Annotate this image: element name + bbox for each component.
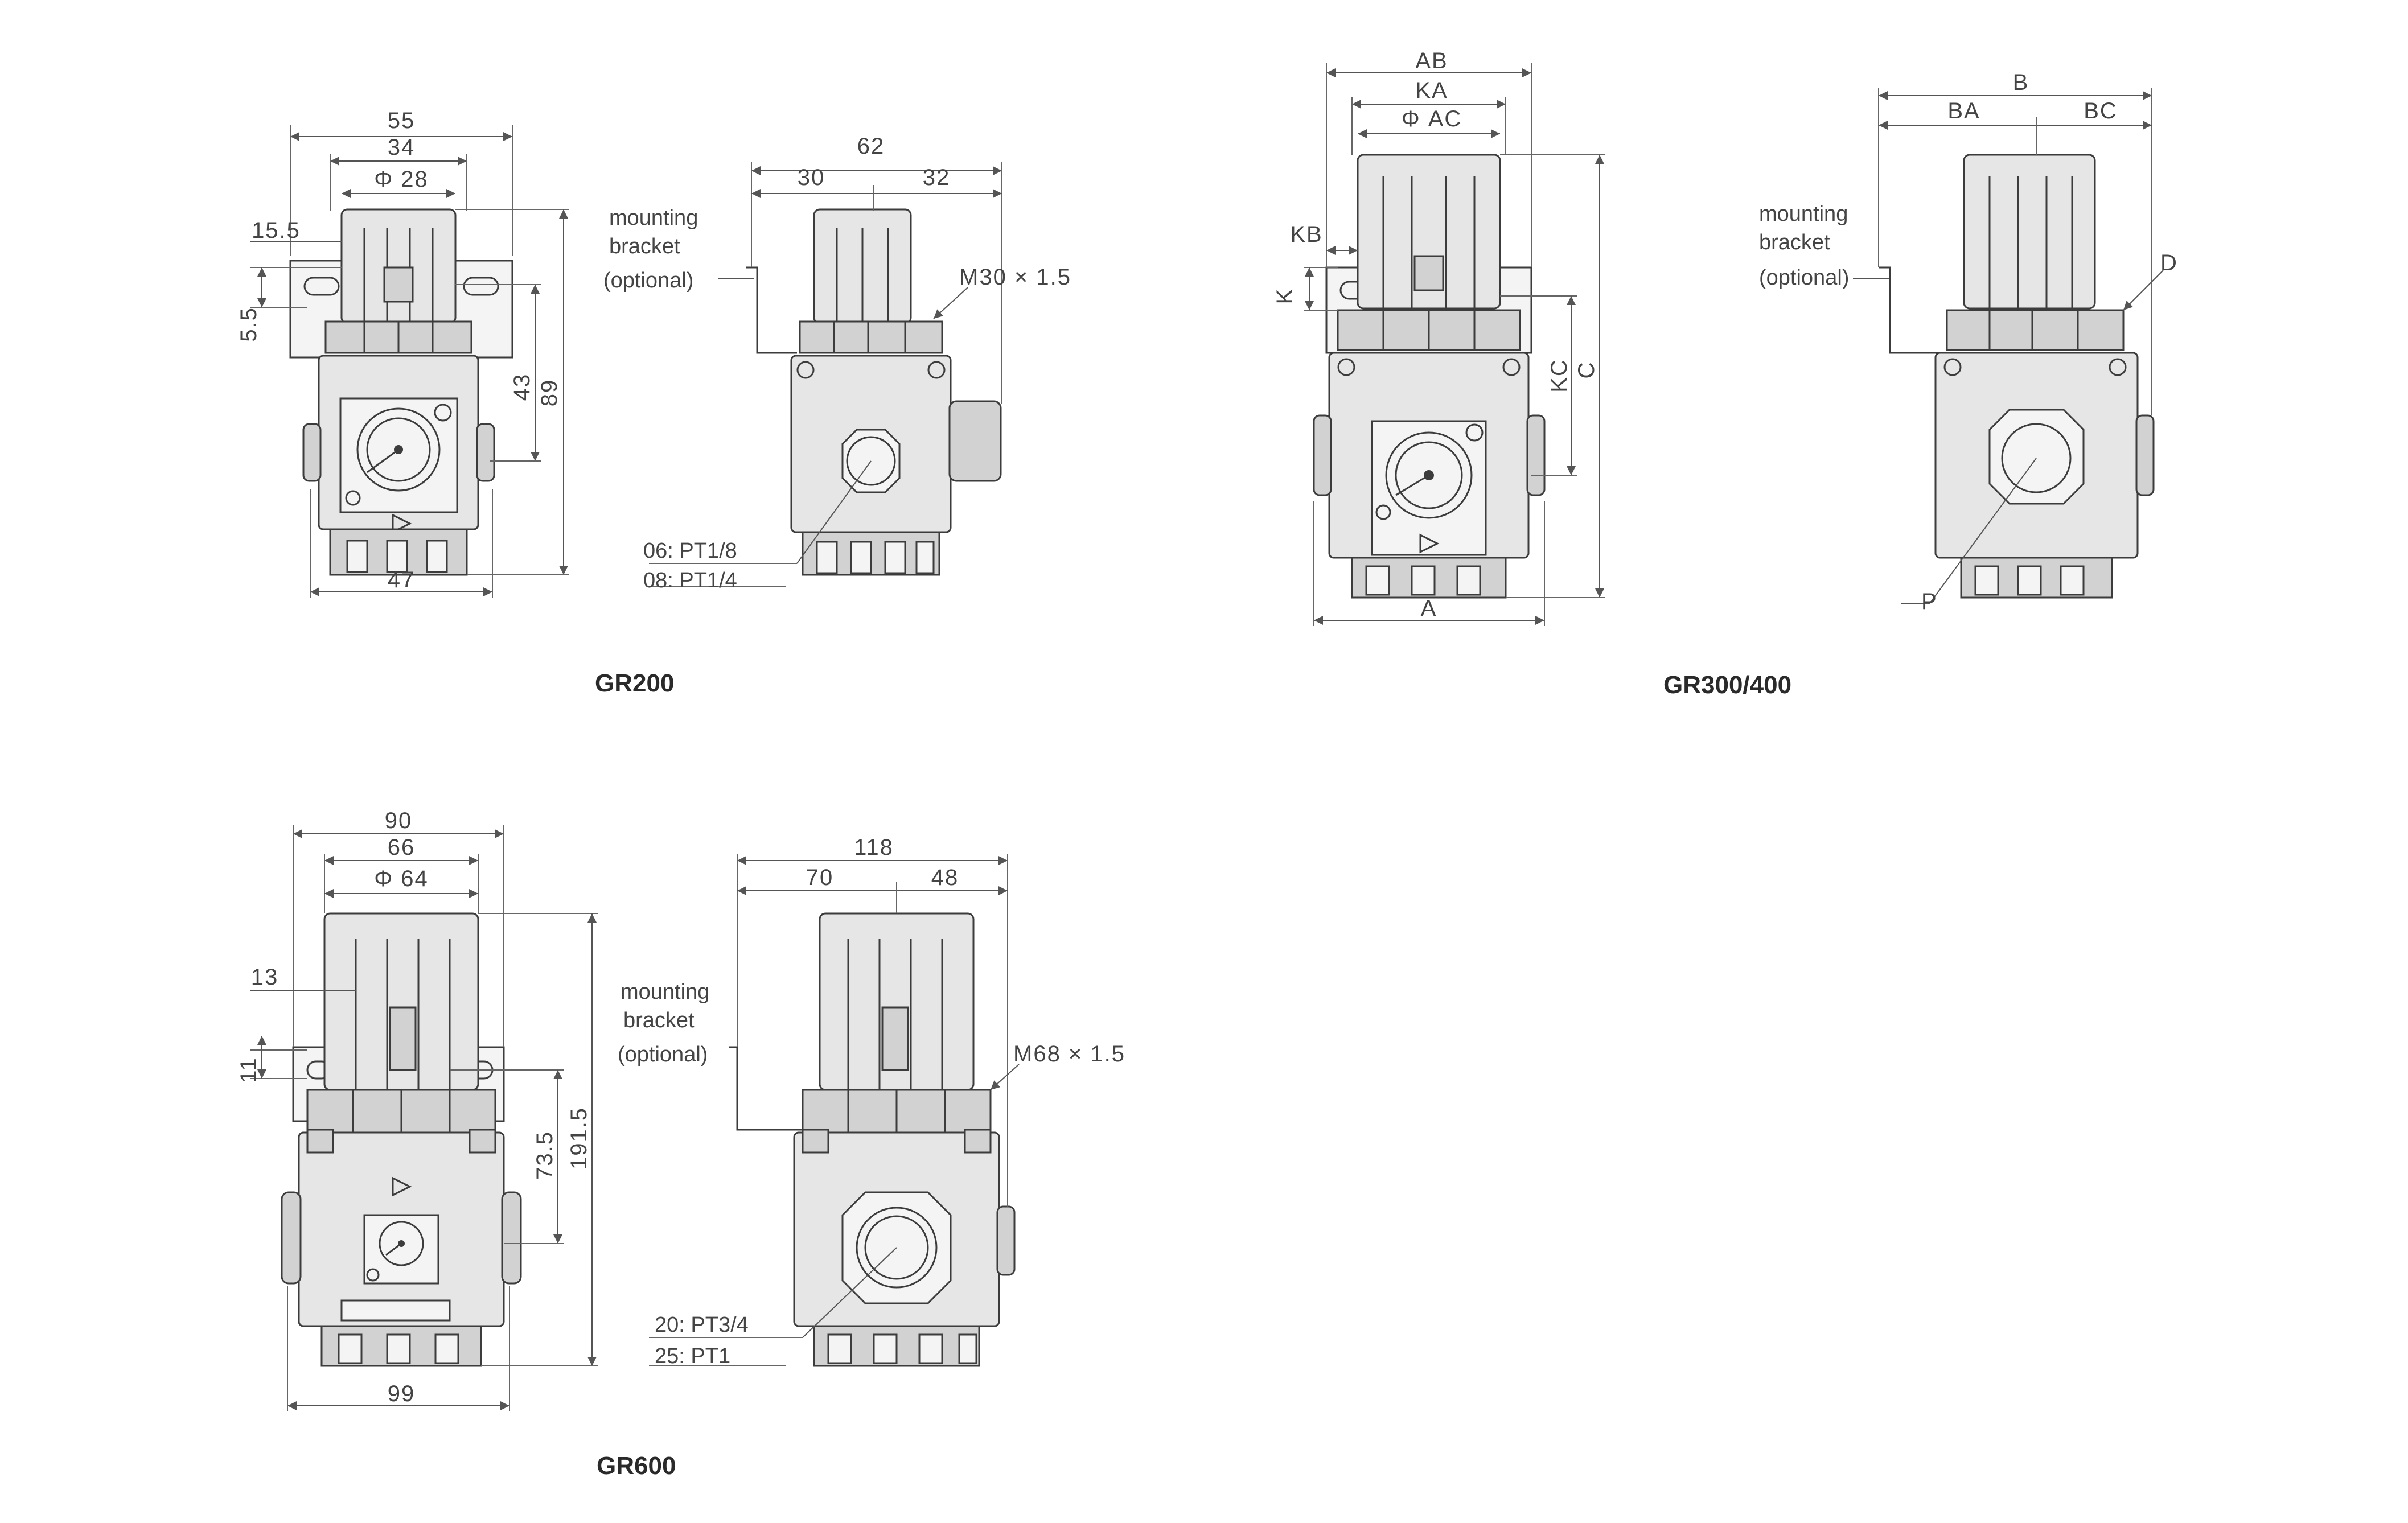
mounting-bracket-note-line1: mounting	[621, 980, 709, 1004]
dim-b: B	[2013, 70, 2029, 95]
dim-k: K	[1272, 288, 1297, 304]
port-size-08: 08: PT1/4	[643, 569, 737, 592]
dim-ab: AB	[1415, 48, 1448, 73]
mounting-bracket-note-line2: bracket	[1759, 230, 1830, 254]
gr600-front-view: 90 66 Φ 64 13 11 73.5 191.5 99	[236, 808, 598, 1411]
dim-99: 99	[388, 1381, 416, 1406]
dim-55: 55	[388, 108, 416, 133]
port-size-25: 25: PT1	[655, 1344, 730, 1368]
mounting-bracket-note-line3: (optional)	[603, 269, 693, 293]
dim-phi-64: Φ 64	[374, 866, 429, 891]
mounting-bracket-note-line2: bracket	[623, 1009, 695, 1032]
dim-48: 48	[931, 865, 959, 890]
dim-5-5: 5.5	[236, 307, 261, 342]
gr300-side-view: B BA BC D P mounting bracket (optional)	[1759, 70, 2178, 614]
mounting-bracket-note-line1: mounting	[1759, 202, 1848, 226]
gr200-side-view: 62 30 32 M30 × 1.5 mounting bracket (opt…	[603, 134, 1071, 592]
gr300-front-view: AB KA Φ AC KB K KC C A	[1272, 48, 1605, 626]
thread-m30: M30 × 1.5	[959, 265, 1071, 290]
dim-66: 66	[388, 835, 416, 860]
mounting-bracket-note-line1: mounting	[609, 206, 698, 230]
caption-gr600: GR600	[597, 1452, 676, 1480]
dim-p: P	[1921, 589, 1938, 614]
gr200-front-view: 55 34 Φ 28 15.5 5.5 43 89 47	[236, 108, 569, 598]
dim-62: 62	[857, 134, 885, 159]
dim-c: C	[1574, 361, 1599, 379]
dim-phi-ac: Φ AC	[1402, 106, 1462, 131]
dim-kb: KB	[1290, 222, 1322, 247]
thread-m68: M68 × 1.5	[1013, 1042, 1125, 1067]
dim-15-5: 15.5	[252, 218, 301, 243]
dim-89: 89	[537, 379, 562, 407]
dim-73-5: 73.5	[532, 1131, 557, 1180]
caption-gr200: GR200	[595, 669, 674, 697]
dim-30: 30	[798, 165, 825, 190]
dim-kc: KC	[1547, 359, 1572, 393]
dim-191-5: 191.5	[566, 1107, 591, 1170]
dim-47: 47	[388, 567, 416, 592]
dim-32: 32	[923, 165, 951, 190]
port-size-20: 20: PT3/4	[655, 1313, 749, 1337]
dim-ka: KA	[1415, 78, 1448, 103]
dim-90: 90	[385, 808, 413, 833]
gr600-side-view: 118 70 48 M68 × 1.5 mounting bracket (op…	[618, 835, 1125, 1368]
caption-gr300-400: GR300/400	[1663, 671, 1791, 699]
dim-bc: BC	[2084, 98, 2118, 124]
dim-43: 43	[509, 373, 535, 401]
mounting-bracket-note-line3: (optional)	[618, 1043, 708, 1067]
mounting-bracket-note-line3: (optional)	[1759, 266, 1849, 290]
dim-11: 11	[236, 1057, 261, 1083]
dim-70: 70	[806, 865, 834, 890]
dim-ba: BA	[1947, 98, 1980, 124]
dim-phi-28: Φ 28	[374, 167, 429, 192]
dim-d: D	[2160, 250, 2178, 275]
port-size-06: 06: PT1/8	[643, 539, 737, 563]
dim-a: A	[1421, 596, 1437, 621]
mounting-bracket-note-line2: bracket	[609, 234, 680, 258]
dim-34: 34	[388, 135, 416, 160]
dim-13: 13	[251, 965, 279, 990]
dim-118: 118	[854, 835, 894, 860]
